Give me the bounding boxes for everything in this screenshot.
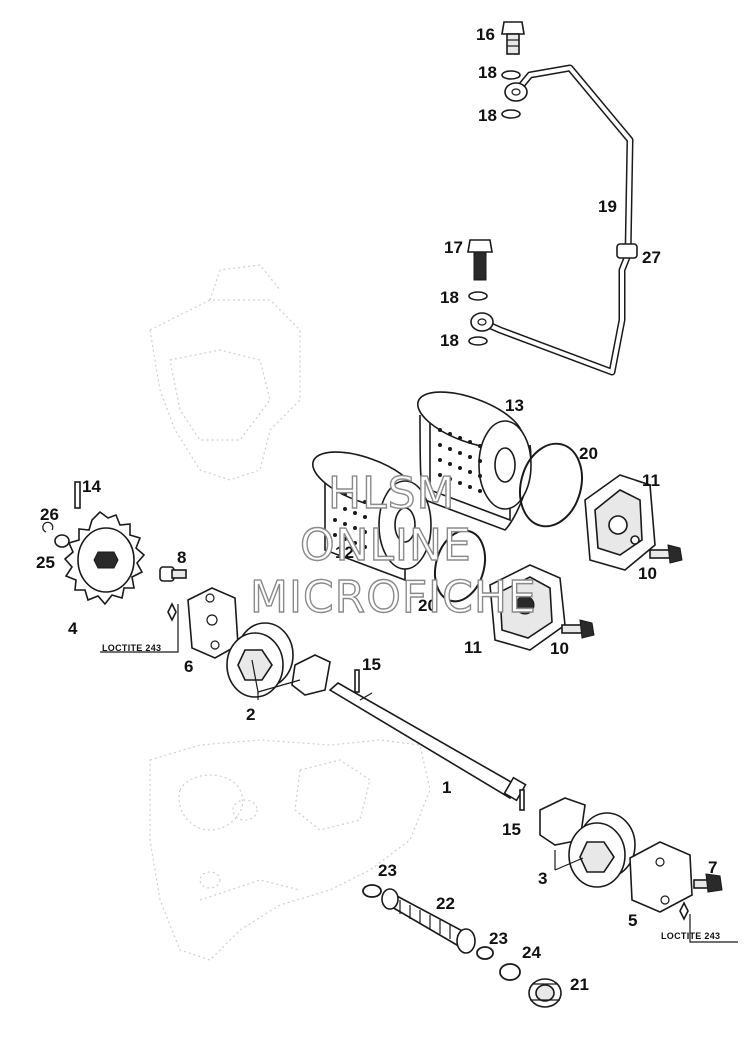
callout-12: 12 <box>335 543 354 562</box>
callout-10a: 10 <box>638 564 657 583</box>
svg-text:MICROFICHE: MICROFICHE <box>250 572 537 623</box>
pump-rotor-set-2 <box>226 622 331 698</box>
loctite-drop-right <box>679 901 689 921</box>
watermark: HLSM ONLINE MICROFICHE <box>249 467 537 623</box>
banjo-bolt-17 <box>467 239 493 281</box>
loctite-drop-left <box>167 602 177 622</box>
pump-cover-5 <box>629 841 693 913</box>
callout-24: 24 <box>522 943 541 962</box>
callout-18c: 18 <box>440 288 459 307</box>
callout-23a: 23 <box>378 861 397 880</box>
copper-washer-18c <box>468 291 488 301</box>
svg-text:ONLINE: ONLINE <box>300 520 472 571</box>
circlip-26 <box>42 521 54 533</box>
callout-23b: 23 <box>489 929 508 948</box>
pin-15-lower <box>519 789 525 811</box>
callout-2: 2 <box>246 705 255 724</box>
oil-filter-12 <box>311 451 432 582</box>
callout-3: 3 <box>538 869 547 888</box>
callout-18a: 18 <box>478 63 497 82</box>
banjo-fitting-upper <box>504 82 528 102</box>
callout-6: 6 <box>184 657 193 676</box>
svg-text:HLSM: HLSM <box>328 468 456 519</box>
gasket-6 <box>187 587 239 659</box>
callout-22: 22 <box>436 894 455 913</box>
callout-11a: 11 <box>642 471 660 490</box>
o-ring-20-lower <box>434 529 486 603</box>
bolt-10-upper <box>649 544 683 564</box>
banjo-fitting-lower <box>470 312 494 332</box>
o-ring-23-left <box>362 884 382 898</box>
callout-27: 27 <box>642 248 661 267</box>
callout-11b: 11 <box>464 638 482 657</box>
callout-17: 17 <box>444 238 463 257</box>
callout-7: 7 <box>708 858 717 877</box>
copper-washer-18a <box>501 70 521 80</box>
engine-case-ghost-upper <box>149 264 301 481</box>
o-ring-24 <box>499 963 521 981</box>
drain-plug-21 <box>528 978 562 1008</box>
callout-20b: 20 <box>418 596 437 615</box>
callout-10b: 10 <box>550 639 569 658</box>
o-ring-20-upper <box>519 442 583 528</box>
loctite-note-right: LOCTITE 243 <box>661 931 720 941</box>
loctite-note-left: LOCTITE 243 <box>102 643 161 653</box>
filter-cover-11-upper <box>584 474 656 571</box>
callout-15a: 15 <box>362 655 381 674</box>
pin-14 <box>74 481 81 509</box>
callout-5: 5 <box>628 911 637 930</box>
callout-21: 21 <box>570 975 589 994</box>
banjo-bolt-16 <box>501 21 525 55</box>
callout-20a: 20 <box>579 444 598 463</box>
callout-26: 26 <box>40 505 59 524</box>
callout-8: 8 <box>177 548 186 567</box>
engine-case-ghost-lower <box>149 739 431 961</box>
pin-15-upper <box>354 669 360 693</box>
copper-washer-18b <box>501 109 521 119</box>
oil-line-19 <box>480 64 638 376</box>
copper-washer-18d <box>468 336 488 346</box>
o-ring-23-right <box>476 946 494 960</box>
callout-25: 25 <box>36 553 55 572</box>
washer-25 <box>54 534 70 548</box>
callout-13: 13 <box>505 396 524 415</box>
pipe-clamp-27 <box>616 243 638 259</box>
callout-4: 4 <box>68 619 78 638</box>
oil-screen-22 <box>381 888 476 954</box>
pump-rotor-set-3 <box>539 797 636 888</box>
bolt-8 <box>159 566 187 582</box>
callout-16: 16 <box>476 25 495 44</box>
oil-filter-13 <box>416 391 532 531</box>
callout-14: 14 <box>82 477 101 496</box>
callout-1: 1 <box>442 778 451 797</box>
callout-19: 19 <box>598 197 617 216</box>
callout-18b: 18 <box>478 106 497 125</box>
callout-15b: 15 <box>502 820 521 839</box>
callout-18d: 18 <box>440 331 459 350</box>
oil-pump-gear-4 <box>63 510 146 606</box>
bolt-10-lower <box>561 619 595 639</box>
bolt-7 <box>693 873 723 893</box>
